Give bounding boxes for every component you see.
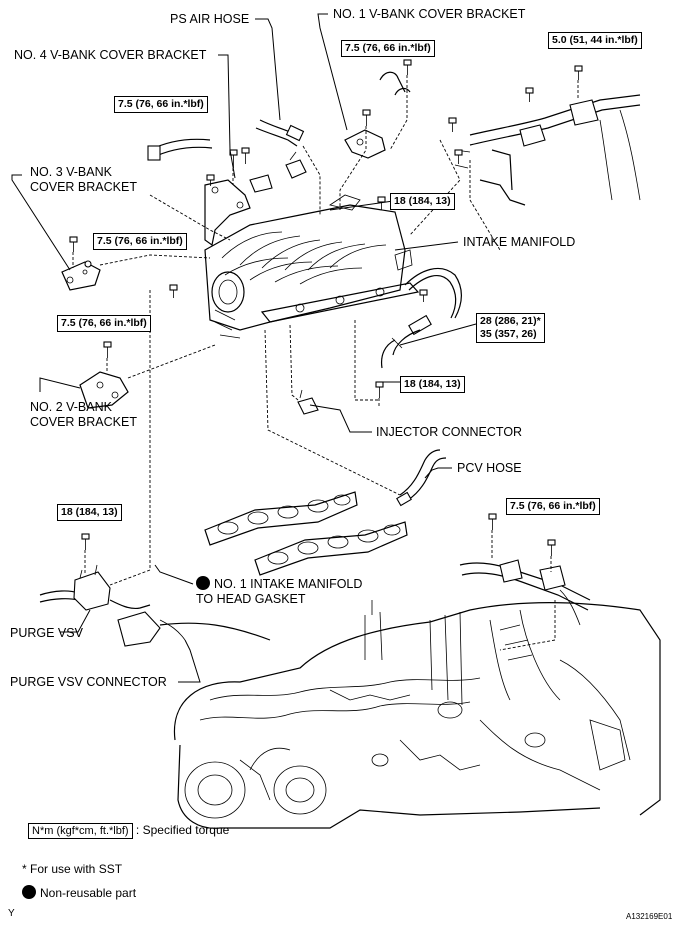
bolt-icon [375,381,384,398]
nonreusable-dot-icon [196,576,210,590]
bolt-icon [241,147,250,164]
label-ps-air-hose: PS AIR HOSE [170,12,250,26]
corner-letter: Y [8,908,15,919]
torque-box: 7.5 (76, 66 in.*lbf) [57,315,151,332]
nonreusable-dot-icon [22,885,36,899]
gasket-parts [204,491,408,576]
bolt-icon [448,117,457,132]
bolt-icon [169,284,178,298]
label-no2-bracket: NO. 2 V-BANK COVER BRACKET [30,400,137,429]
bolt-icon [362,109,371,126]
legend-torque-box: N*m (kgf*cm, ft.*lbf) [28,823,133,839]
engine-block [173,600,661,829]
torque-box: 7.5 (76, 66 in.*lbf) [506,498,600,515]
legend-torque-text: : Specified torque [135,823,230,837]
bolt-icon [574,65,583,80]
torque-box: 5.0 (51, 44 in.*lbf) [548,32,642,49]
intake-manifold-part [204,194,462,369]
bolt-icon [488,513,497,530]
bolt-icon [206,174,215,186]
torque-box: 18 (184, 13) [57,504,122,521]
bolt-icon [377,196,386,210]
bolt-icon [403,59,412,75]
legend-nonreusable: Non-reusable part [22,885,136,900]
bolt-icon [419,289,428,302]
bolt-icon [103,341,112,358]
label-injector-connector: INJECTOR CONNECTOR [376,425,523,439]
bolt-icon [81,533,90,550]
label-purge-vsv-connector: PURGE VSV CONNECTOR [10,675,167,689]
bolt-icons [69,59,583,556]
bolt-icon [229,149,238,168]
upper-parts [61,71,641,507]
legend-sst-note: * For use with SST [22,862,123,876]
leader-lines [11,13,477,683]
label-purge-vsv: PURGE VSV [10,626,83,640]
bolt-icon [69,236,78,252]
torque-box: 28 (286, 21)* 35 (357, 26) [476,313,545,343]
torque-box: 7.5 (76, 66 in.*lbf) [341,40,435,57]
label-gasket: NO. 1 INTAKE MANIFOLD TO HEAD GASKET [196,576,363,606]
lower-right-parts [459,559,591,626]
torque-box: 18 (184, 13) [390,193,455,210]
legend-torque: N*m (kgf*cm, ft.*lbf) : Specified torque [28,823,230,839]
label-no1-bracket: NO. 1 V-BANK COVER BRACKET [333,7,526,21]
torque-box: 18 (184, 13) [400,376,465,393]
figure-id: A132169E01 [626,912,673,921]
label-no3-bracket: NO. 3 V-BANK COVER BRACKET [30,165,137,194]
torque-box: 7.5 (76, 66 in.*lbf) [93,233,187,250]
bolt-icon [547,539,556,556]
assembly-lines [72,75,579,651]
label-intake-manifold: INTAKE MANIFOLD [463,235,576,249]
bolt-icon [525,87,534,102]
label-no4-bracket: NO. 4 V-BANK COVER BRACKET [14,48,207,62]
bolt-icon [454,149,463,164]
label-pcv-hose: PCV HOSE [457,461,522,475]
purge-vsv-part [39,564,271,647]
torque-box: 7.5 (76, 66 in.*lbf) [114,96,208,113]
